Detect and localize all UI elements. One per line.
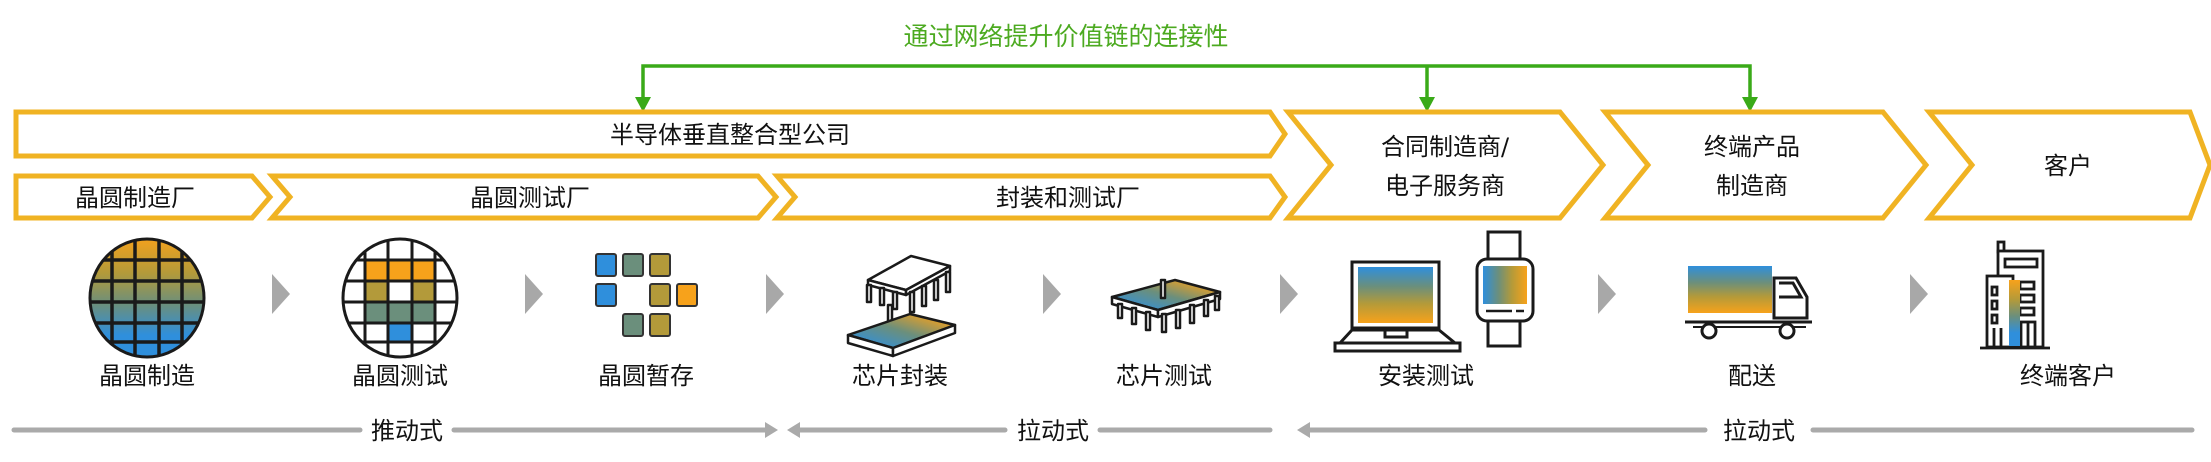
step-label: 终端客户 [2020, 362, 2116, 390]
osat-label: 封装和测试厂 [996, 184, 1140, 212]
ems-label-line1: 合同制造商/ [1381, 133, 1510, 161]
step-label: 晶圆测试 [352, 362, 448, 390]
laptop-watch-icon [1333, 230, 1535, 353]
chevron-oem [1599, 109, 1930, 221]
connectivity-label: 通过网络提升价值链的连接性 [903, 22, 1228, 51]
arrow-left-icon [1297, 422, 1310, 438]
chevron-idm [13, 109, 1289, 159]
connectivity-connector [641, 64, 1752, 103]
ems-label-line2: 电子服务商 [1385, 172, 1505, 200]
chevron-wafer-test [266, 173, 780, 221]
watch-icon [1475, 230, 1535, 348]
chip-packaging-icon [846, 254, 957, 358]
idm-label: 半导体垂直整合型公司 [610, 121, 850, 149]
step-label: 芯片测试 [1116, 362, 1212, 390]
arrow-down-icon [635, 97, 651, 112]
building-icon [1980, 240, 2050, 350]
step-arrow-icon [1910, 274, 1928, 314]
truck-icon [1685, 266, 1812, 340]
step-arrow-icon [1043, 274, 1061, 314]
flow-label-pull: 拉动式 [1017, 417, 1089, 445]
arrow-down-icon [1742, 97, 1758, 112]
step-label: 晶圆暂存 [598, 362, 694, 390]
step-arrow-icon [1598, 274, 1616, 314]
flow-label-pull: 拉动式 [1723, 417, 1795, 445]
chevron-ems [1282, 109, 1607, 221]
connector-line [641, 64, 1752, 103]
step-arrow-icon [1280, 274, 1298, 314]
oem-label-line1: 终端产品 [1704, 133, 1800, 161]
chip-icon [1110, 278, 1222, 334]
oem-label-line2: 制造商 [1716, 172, 1788, 200]
step-label: 晶圆制造 [99, 362, 195, 390]
step-arrow-icon [525, 274, 543, 314]
step-label: 配送 [1728, 362, 1776, 390]
step-label: 安装测试 [1378, 362, 1474, 390]
arrow-down-icon [1419, 97, 1435, 112]
step-arrow-icon [766, 274, 784, 314]
arrow-left-icon [787, 422, 800, 438]
step-label: 芯片封装 [852, 362, 948, 390]
wafer-icon [88, 237, 206, 359]
flow-label-push: 推动式 [371, 417, 443, 445]
laptop-icon [1333, 260, 1462, 353]
arrow-right-icon [765, 422, 778, 438]
die-bank-icon [595, 253, 698, 337]
chevron-osat [771, 173, 1289, 221]
customer-label: 客户 [2044, 152, 2092, 180]
connector-arrowheads [635, 97, 1758, 112]
chevron-fab [13, 173, 274, 221]
step-arrow-icon [272, 274, 290, 314]
wafer-test-plant-label: 晶圆测试厂 [470, 184, 590, 212]
fab-label: 晶圆制造厂 [75, 184, 195, 212]
wafer-test-icon [341, 237, 459, 359]
chevron-customer [1923, 109, 2211, 221]
